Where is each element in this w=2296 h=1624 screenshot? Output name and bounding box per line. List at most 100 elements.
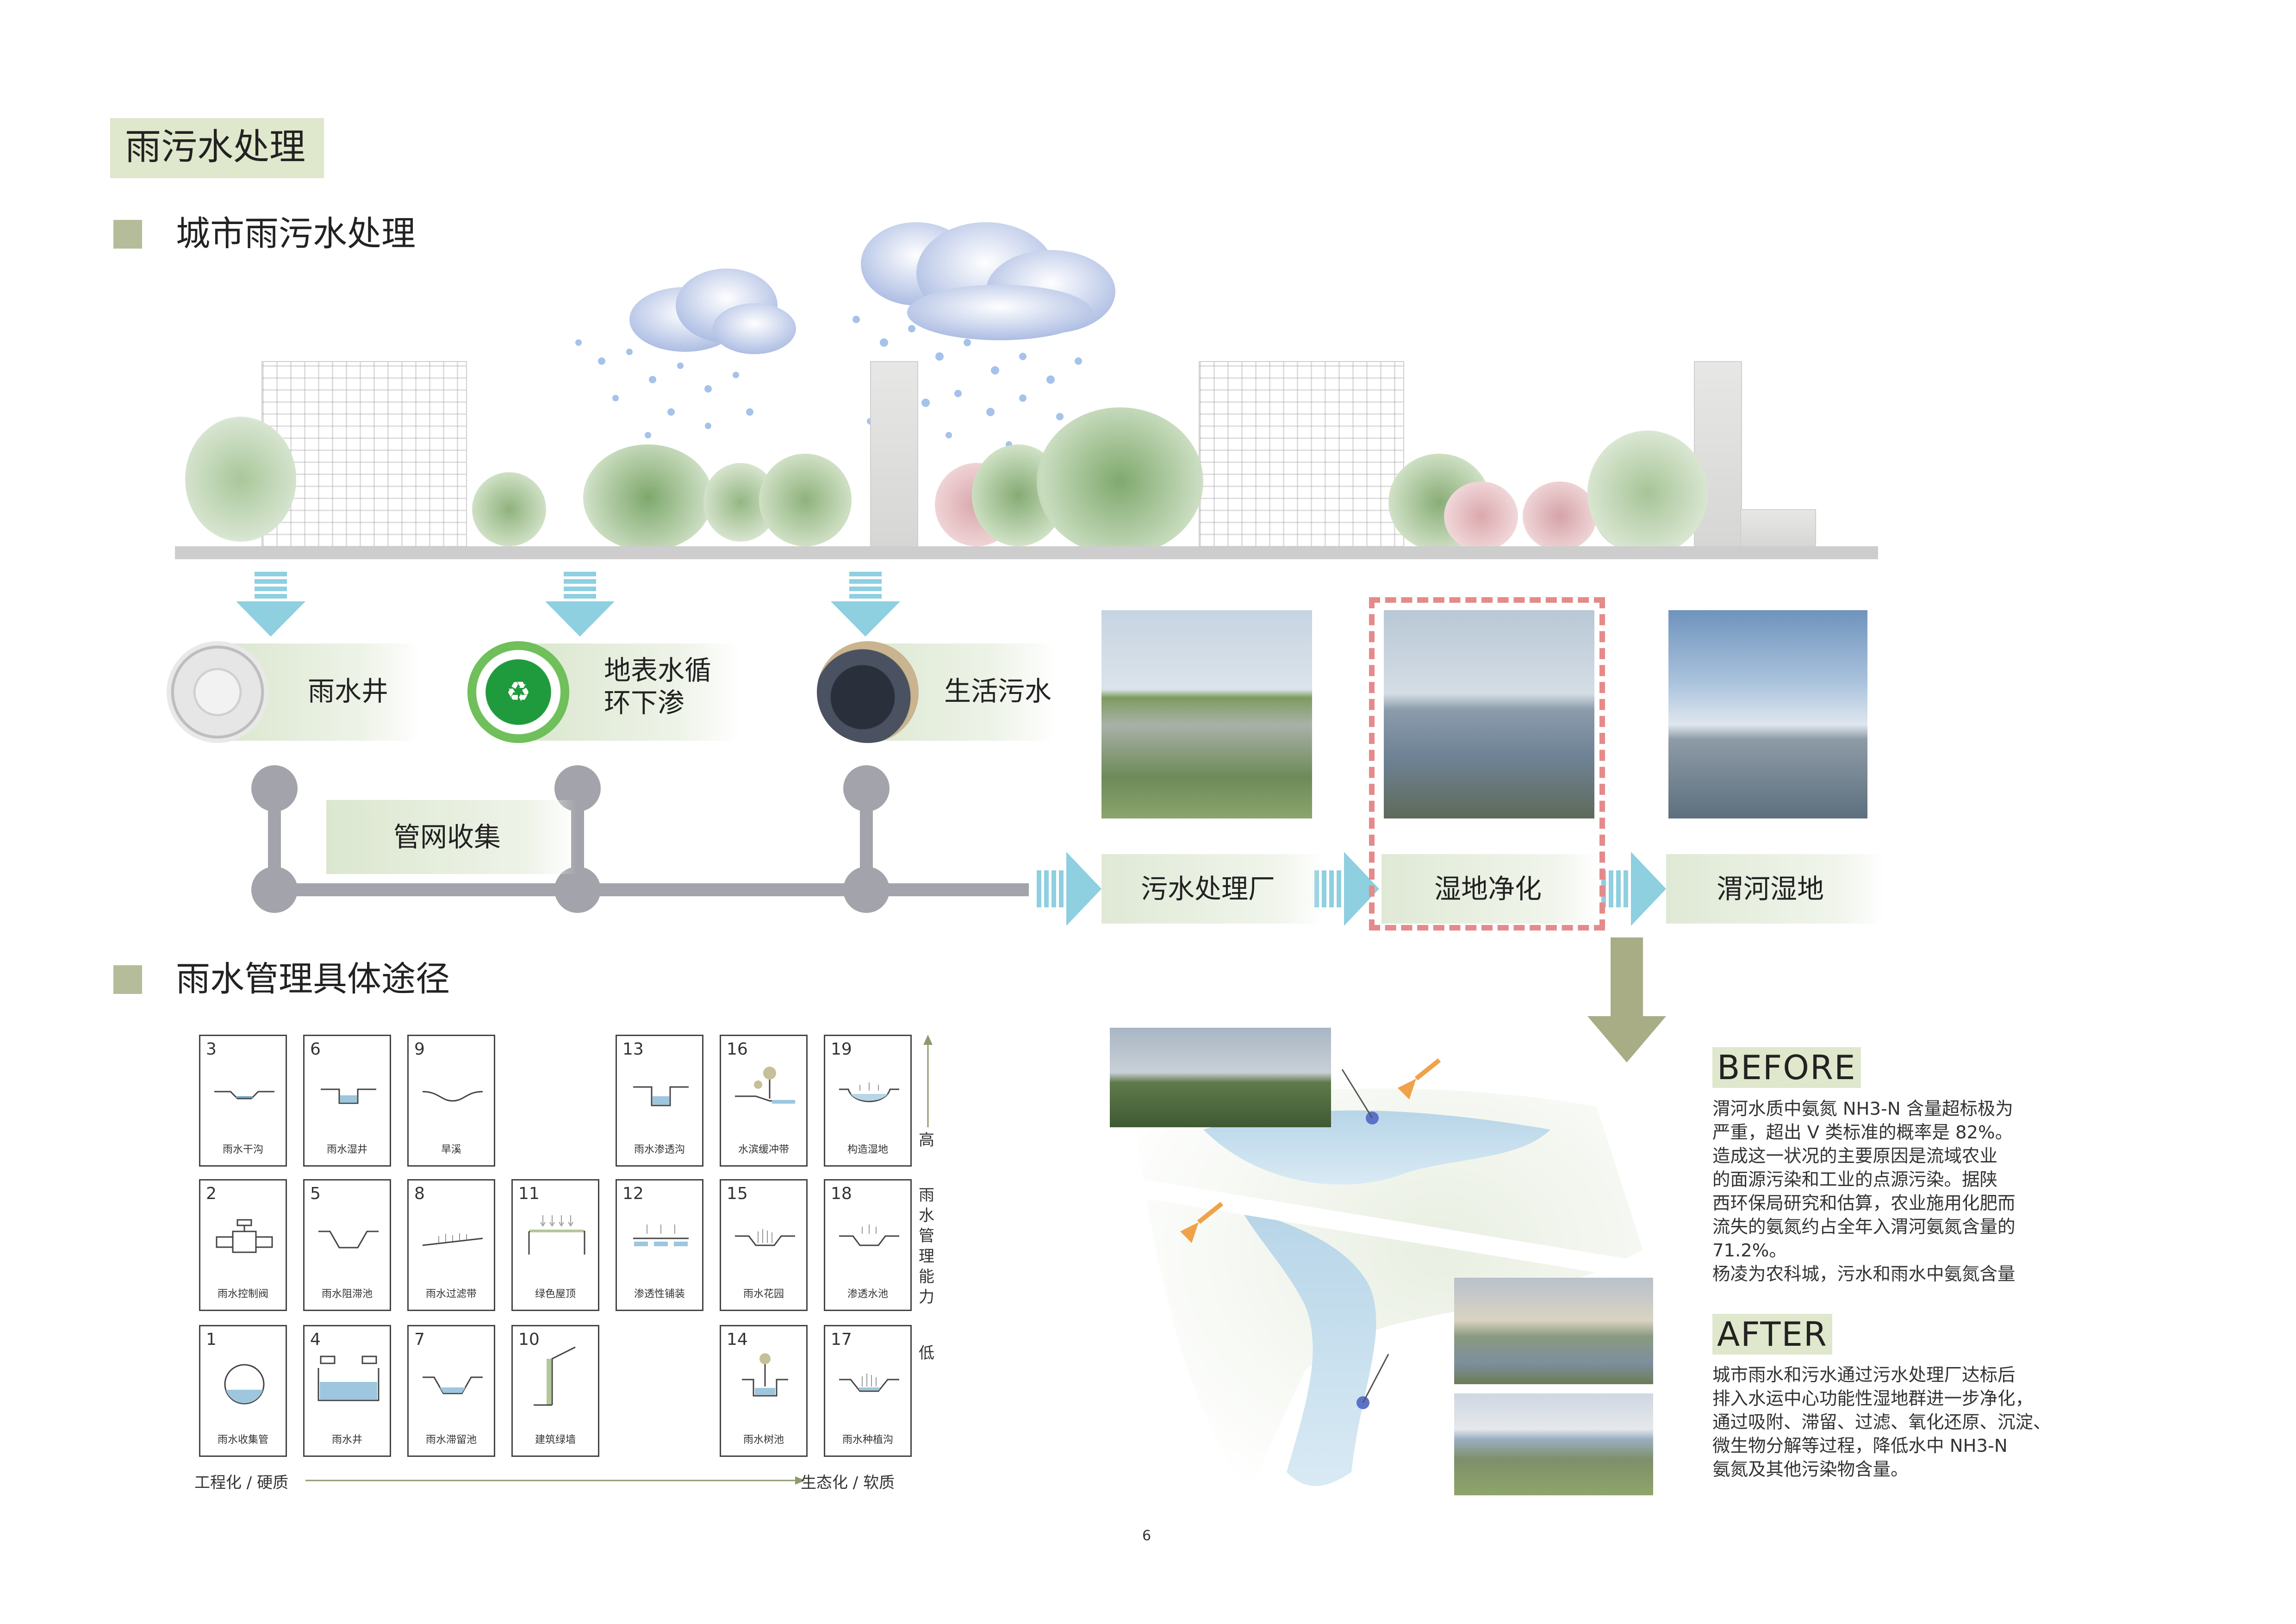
highlight-frame: [1369, 597, 1605, 931]
pipe-node: [843, 765, 890, 812]
process-band: [1101, 854, 1324, 924]
before-heading: BEFORE: [1712, 1047, 1861, 1088]
permeable-paving-icon: [633, 1224, 689, 1246]
measure-card: 14 雨水树池: [720, 1325, 808, 1457]
building-tower: [870, 361, 918, 548]
green-roof-icon: [528, 1215, 585, 1255]
measure-number: 7: [414, 1330, 425, 1349]
measure-card: 4 雨水井: [303, 1325, 391, 1457]
text-line: 城市雨水和污水通过污水处理厂达标后: [1712, 1365, 2016, 1386]
retention-pond-icon: [423, 1376, 483, 1394]
measure-number: 8: [414, 1184, 425, 1203]
down-arrow-icon: [545, 572, 615, 637]
rain-well-icon: [317, 1355, 380, 1401]
detention-pond-icon: [318, 1230, 379, 1249]
control-valve-icon: [216, 1219, 273, 1253]
wet-well-icon: [321, 1088, 376, 1104]
measure-label: 雨水树池: [743, 1434, 784, 1446]
text-line: 流失的氨氮约占全年入渭河氨氮含量的: [1712, 1217, 2016, 1237]
measure-label: 水滨缓冲带: [738, 1144, 789, 1156]
measure-label: 旱溪: [441, 1144, 461, 1156]
measure-card: 8 雨水过滤带: [407, 1179, 495, 1311]
down-arrow-icon: [831, 572, 900, 637]
measure-card: 17 雨水种植沟: [824, 1325, 912, 1457]
ground-line: [175, 546, 1878, 559]
measure-number: 10: [518, 1330, 540, 1349]
measure-card: 12 渗透性铺装: [616, 1179, 703, 1311]
measure-label: 绿色屋顶: [535, 1288, 576, 1300]
page-title-box: [110, 118, 324, 178]
collection-label: 管网收集: [393, 821, 501, 853]
before-text: 渭河水质中氨氮 NH3-N 含量超标极为 严重，超出 V 类标准的概率是 82%…: [1712, 1097, 2078, 1286]
measure-label: 雨水渗透沟: [634, 1144, 685, 1156]
measure-card: 15 雨水花园: [720, 1179, 808, 1311]
after-text: 城市雨水和污水通过污水处理厂达标后 排入水运中心功能性湿地群进一步净化， 通过吸…: [1712, 1363, 2078, 1481]
process-band: [1666, 854, 1884, 924]
measure-number: 17: [831, 1330, 852, 1349]
text-line: 通过吸附、滞留、过滤、氧化还原、沉淀、: [1712, 1412, 2051, 1433]
text-line: 西环保局研究和估算，农业施用化肥而: [1712, 1193, 2016, 1214]
down-arrow-icon: [1587, 937, 1666, 1062]
collection-band: [326, 800, 576, 874]
axis-title-char: 力: [919, 1288, 934, 1306]
axis-title-char: 理: [919, 1247, 934, 1266]
axis-title-char: 水: [919, 1206, 934, 1225]
inflow-arrow-icon: [1180, 1222, 1199, 1243]
measure-label: 雨水井: [331, 1434, 362, 1446]
section-heading-urban: 城市雨污水处理: [176, 214, 416, 254]
text-line: 杨凌为农科城，污水和雨水中氨氮含量: [1712, 1264, 2016, 1285]
text-line: 的面源污染和工业的点源污染。据陕: [1712, 1169, 1998, 1190]
axis-high-label: 高: [919, 1131, 934, 1149]
pipe-node: [843, 867, 890, 913]
tree: [1444, 481, 1518, 551]
right-arrow-icon: [305, 1476, 805, 1485]
swale-icon: [214, 1091, 274, 1099]
measure-label: 雨水控制阀: [217, 1288, 268, 1300]
measure-card: 19 构造湿地: [824, 1035, 912, 1167]
pipe-node: [251, 867, 298, 913]
recycle-icon: ♻: [467, 641, 569, 743]
collection-pipe-icon: [224, 1364, 265, 1405]
text-line: 渭河水质中氨氮 NH3-N 含量超标极为: [1712, 1099, 2013, 1119]
measure-label: 雨水湿井: [326, 1144, 367, 1156]
measure-card: 1 雨水收集管: [199, 1325, 287, 1457]
measure-number: 9: [414, 1040, 425, 1059]
building-low: [1740, 509, 1816, 548]
measure-number: 2: [206, 1184, 217, 1203]
measure-label: 渗透水池: [847, 1288, 888, 1300]
text-line: 严重，超出 V 类标准的概率是 82%。: [1712, 1122, 2013, 1143]
pipe-node: [554, 867, 601, 913]
axis-right-label: 生态化 / 软质: [801, 1474, 895, 1492]
constructed-wetland-icon: [839, 1082, 899, 1102]
wetland-map: [1118, 1058, 1643, 1491]
up-arrow-icon: [923, 1035, 933, 1127]
infiltration-basin-icon: [839, 1224, 899, 1246]
green-wall-icon: [534, 1346, 576, 1406]
inflow-arrow-icon: [1398, 1079, 1416, 1099]
after-heading: AFTER: [1712, 1314, 1832, 1355]
axis-left-label: 工程化 / 硬质: [194, 1474, 289, 1492]
treatment-plant-photo: [1101, 610, 1312, 818]
filter-strip-icon: [422, 1233, 483, 1246]
process-label: 污水处理厂: [1140, 873, 1275, 905]
measure-card: 16 水滨缓冲带: [720, 1035, 808, 1167]
rain-garden-icon: [735, 1229, 795, 1246]
measure-card: 3 雨水干沟: [199, 1035, 287, 1167]
measure-number: 4: [310, 1330, 321, 1349]
measure-card: 13 雨水渗透沟: [616, 1035, 703, 1167]
measure-number: 6: [310, 1040, 321, 1059]
source-label: 雨水井: [308, 675, 389, 707]
axis-title-char: 雨: [919, 1186, 934, 1205]
tree: [1523, 481, 1597, 551]
process-label: 渭河湿地: [1716, 873, 1824, 905]
measure-label: 雨水阻滞池: [321, 1288, 373, 1300]
measure-label: 雨水干沟: [222, 1144, 263, 1156]
tree: [185, 417, 296, 542]
measure-number: 13: [622, 1040, 644, 1059]
weihe-wetland-photo: [1668, 610, 1867, 818]
page-number: 6: [1142, 1528, 1151, 1544]
measure-label: 雨水过滤带: [425, 1288, 477, 1300]
measure-number: 3: [206, 1040, 217, 1059]
measure-card: 18 渗透水池: [824, 1179, 912, 1311]
pipe: [274, 883, 1029, 896]
